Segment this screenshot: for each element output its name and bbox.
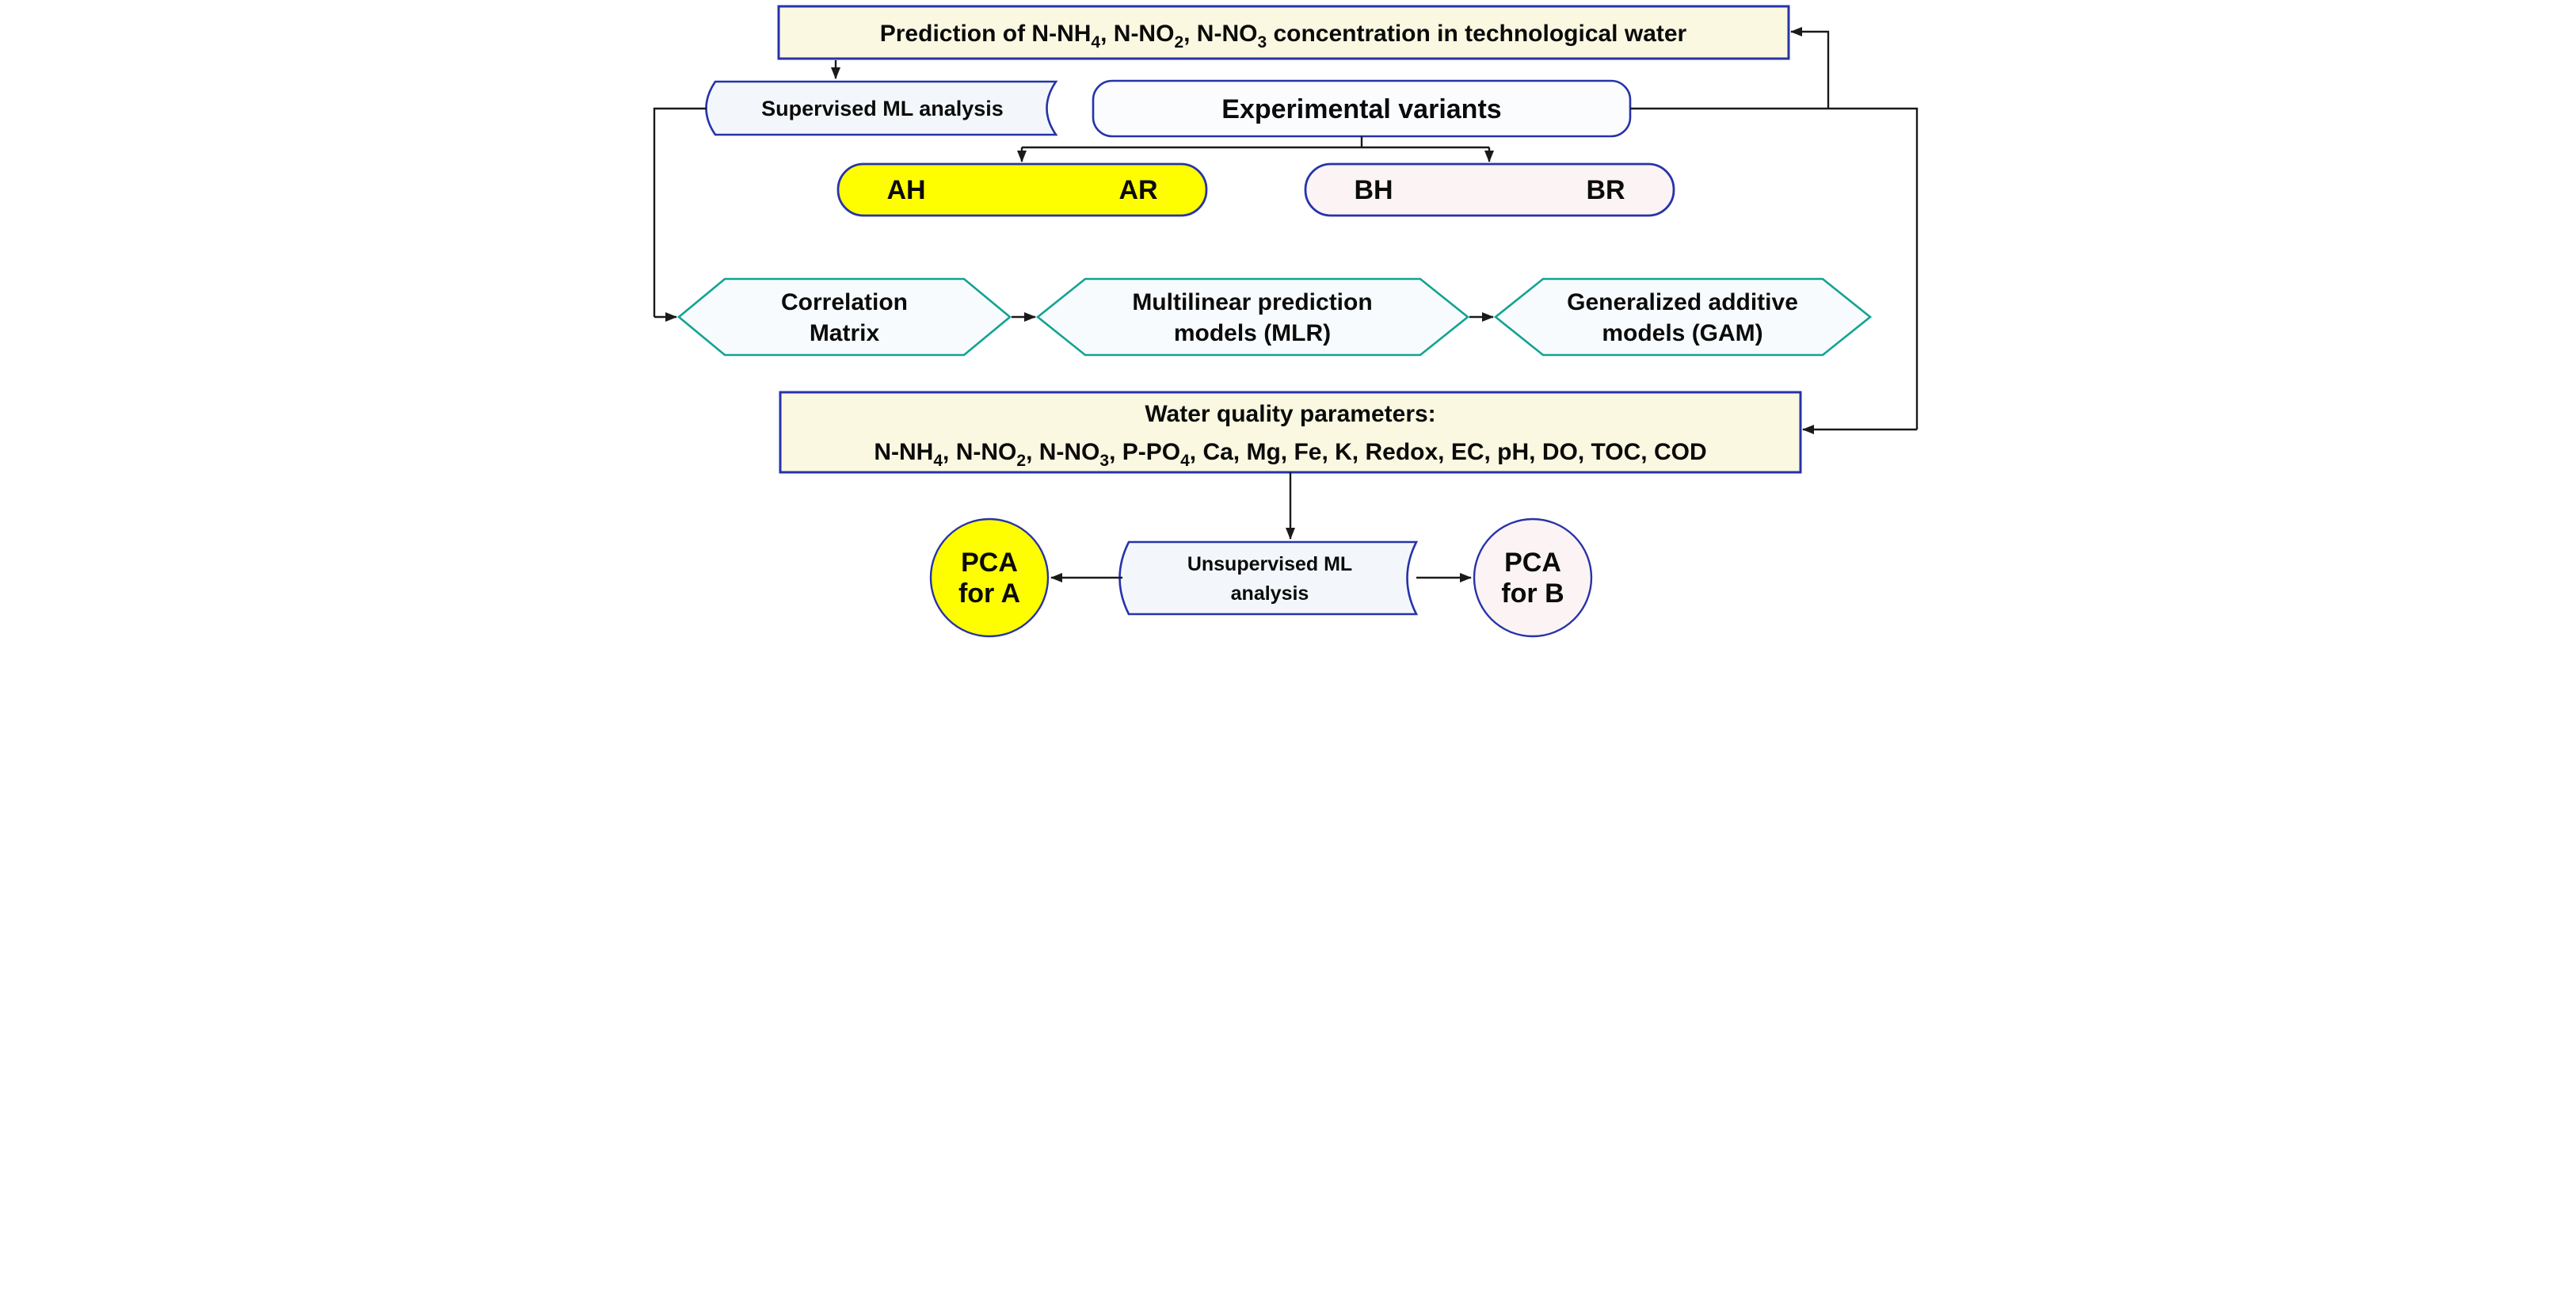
connector-experimental-branch (1022, 136, 1489, 149)
variant-a-left-label: AH (886, 175, 925, 205)
unsupervised-box-label-line2: analysis (1231, 582, 1309, 605)
variant-a-right-label: AR (1118, 175, 1157, 205)
prediction-box-label: Prediction of N-NH4, N-NO2, N-NO3 concen… (880, 21, 1687, 52)
variant-b-right-label: BR (1586, 175, 1625, 205)
variant-a-pill-shape (836, 162, 1208, 217)
arrow-right-loop-to-prediction (1790, 27, 1830, 109)
pca-b-circle-shape (1473, 517, 1593, 638)
pca-a-label-line2: for A (958, 578, 1020, 609)
flowchart-canvas: Prediction of N-NH4, N-NO2, N-NO3 concen… (653, 5, 1919, 638)
variant-b-left-label: BH (1354, 175, 1393, 205)
mlr-hexagon-shape (1035, 277, 1470, 357)
flowchart-diagram: Prediction of N-NH4, N-NO2, N-NO3 concen… (644, 0, 1932, 649)
variant-b-pill-shape (1304, 162, 1675, 217)
water-box-shape (779, 391, 1802, 474)
prediction-box-shape (777, 5, 1790, 60)
gam-hexagon-label-line1: Generalized additive (1567, 289, 1798, 315)
supervised-box-shape (705, 80, 1058, 136)
experimental-box-label: Experimental variants (1221, 94, 1501, 124)
unsupervised-box-shape (1118, 540, 1419, 616)
water-box-label-line2: N-NH4, N-NO2, N-NO3, P-PO4, Ca, Mg, Fe, … (874, 439, 1706, 470)
gam-hexagon-shape (1493, 277, 1873, 357)
gam-hexagon-label-line2: models (GAM) (1602, 320, 1762, 346)
water-box-label-line1: Water quality parameters: (1145, 401, 1435, 427)
pca-a-circle-shape (929, 517, 1050, 638)
correlation-hexagon-shape (676, 277, 1012, 357)
mlr-hexagon-label-line2: models (MLR) (1174, 320, 1331, 346)
pca-b-label-line2: for B (1501, 578, 1564, 609)
mlr-hexagon-label-line1: Multilinear prediction (1132, 289, 1372, 315)
pca-a-label-line1: PCA (961, 548, 1018, 578)
connector-right-loop (1630, 107, 1919, 429)
supervised-box-label: Supervised ML analysis (761, 97, 1004, 120)
connector-left-loop (653, 107, 707, 317)
unsupervised-box-label-line1: Unsupervised ML (1187, 553, 1352, 575)
correlation-hexagon-label-line2: Matrix (810, 320, 880, 346)
pca-b-label-line1: PCA (1504, 548, 1561, 578)
correlation-hexagon-label-line1: Correlation (781, 289, 908, 315)
